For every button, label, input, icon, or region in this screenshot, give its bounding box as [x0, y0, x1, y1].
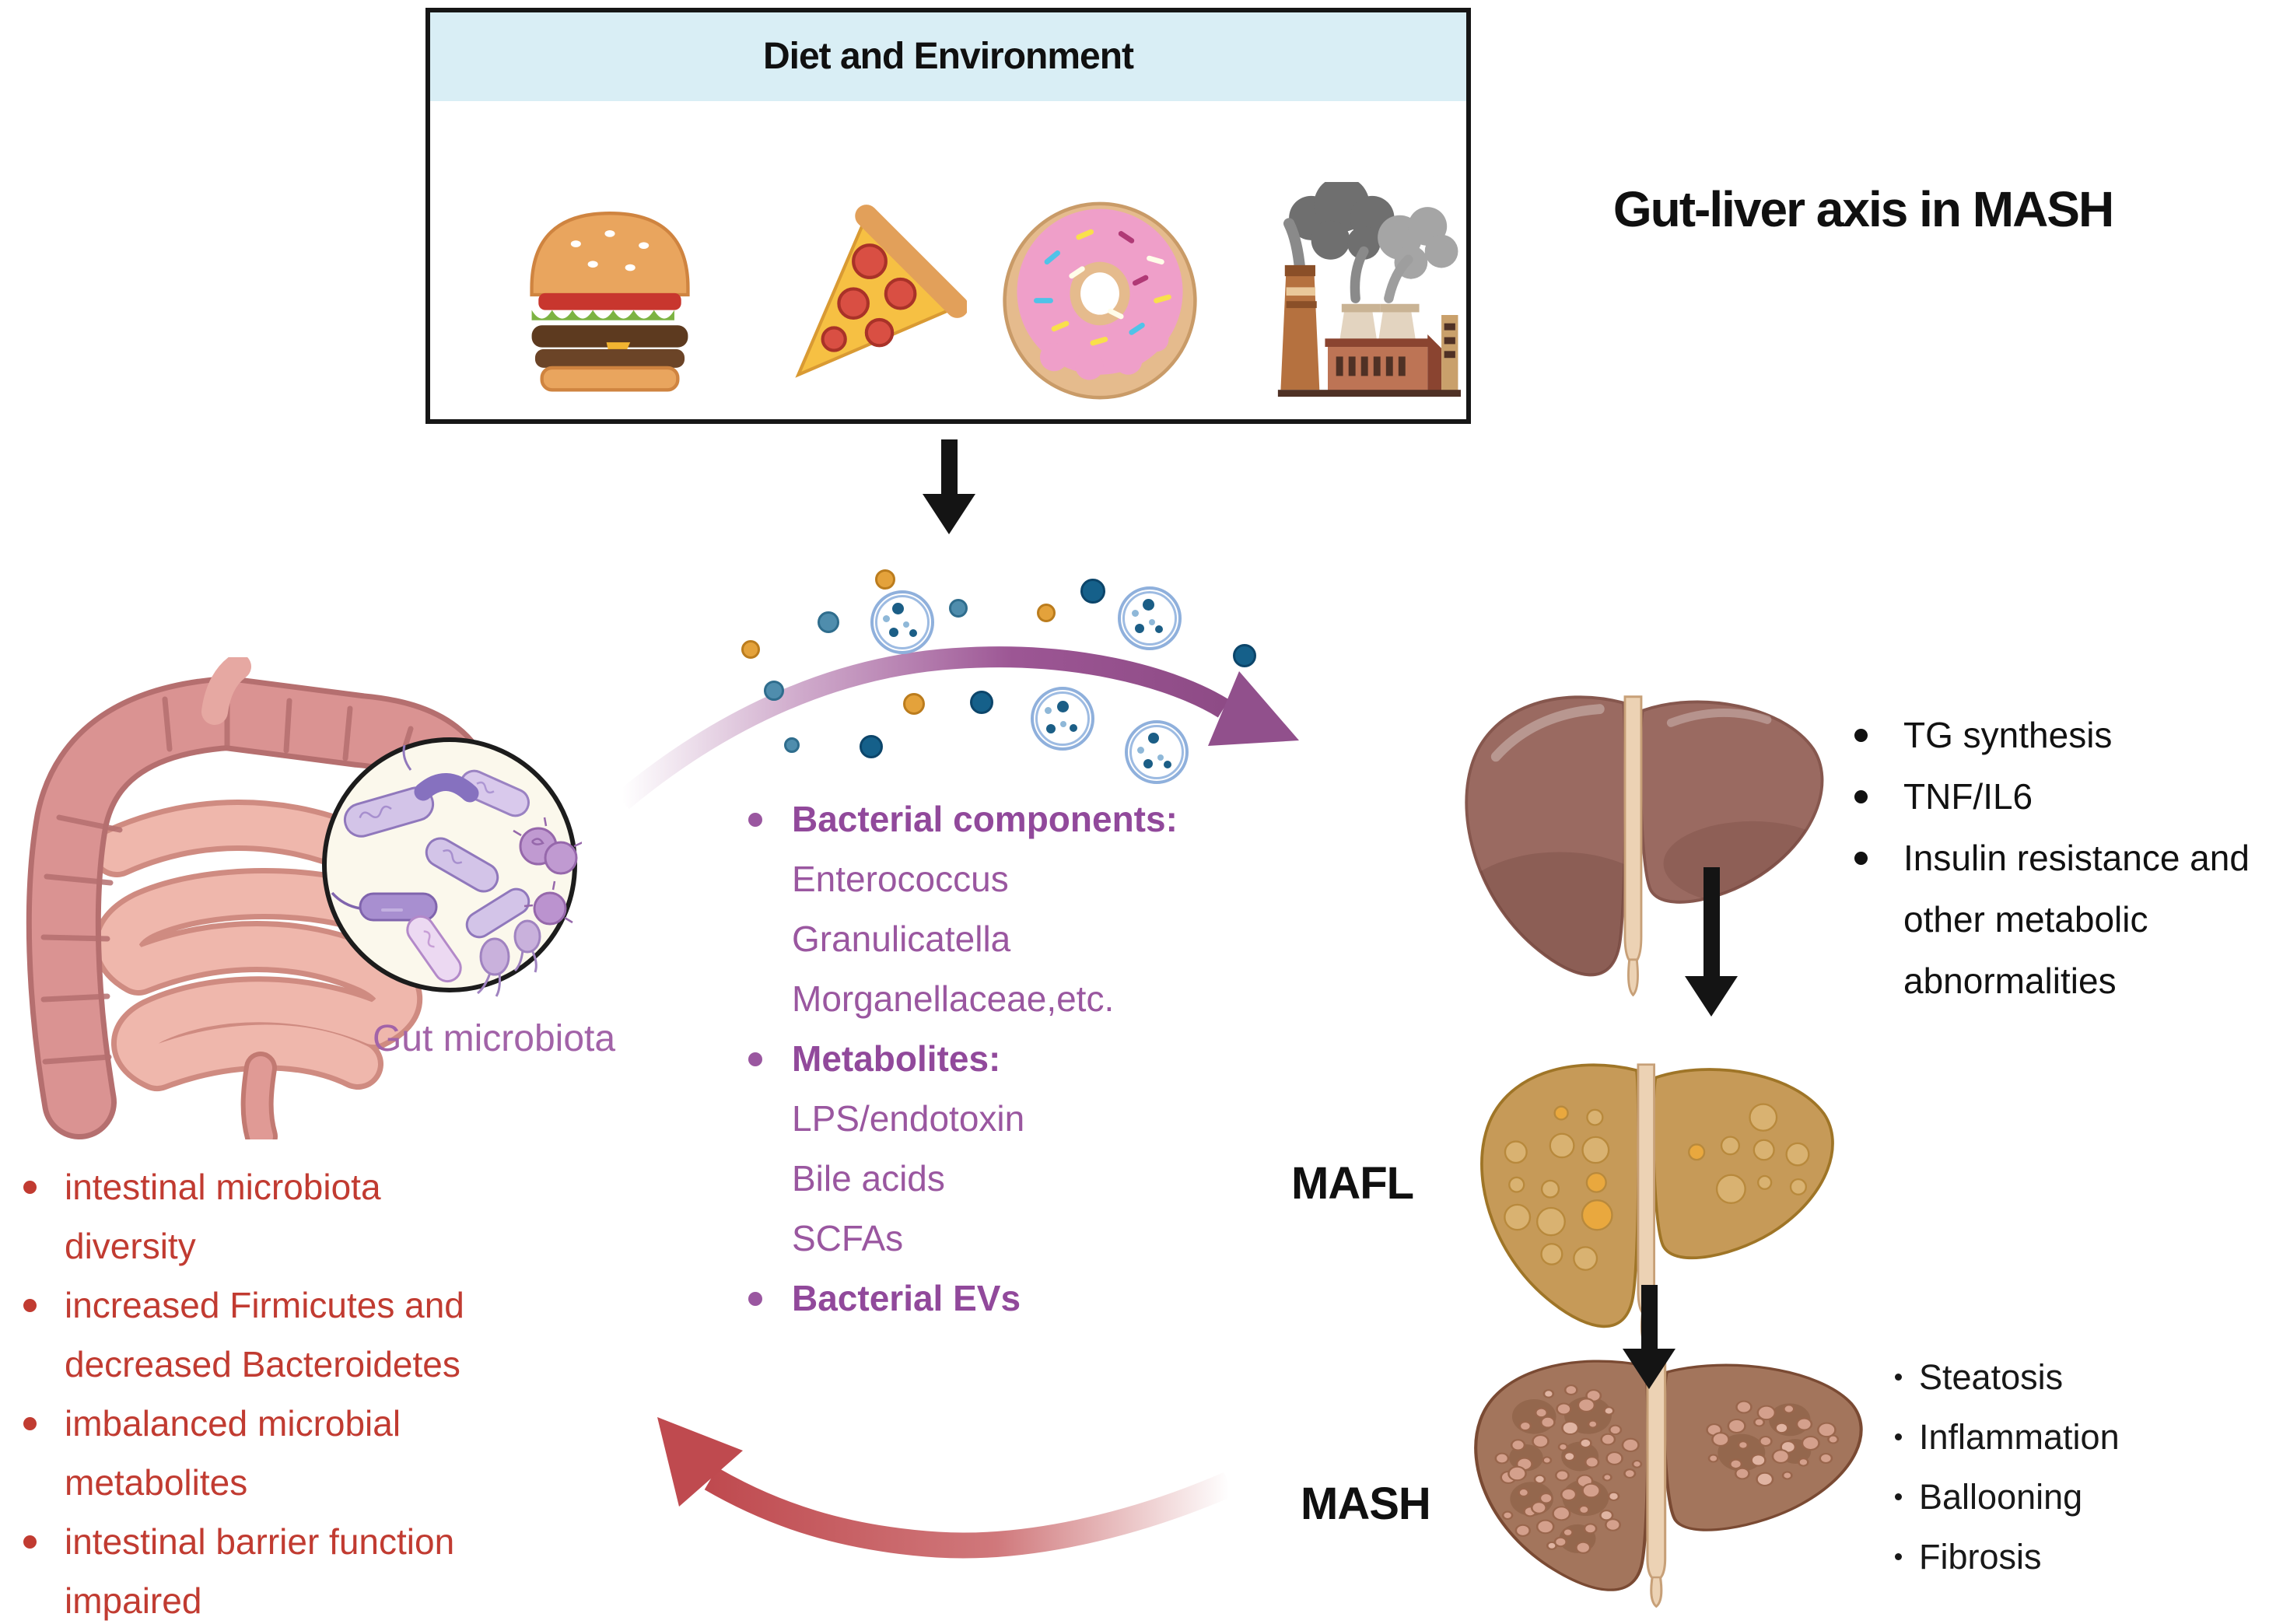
list-item: Inflammation [1895, 1407, 2120, 1467]
microbial-products-dots [622, 537, 1346, 871]
list-item: LPS/endotoxin [748, 1089, 1246, 1149]
gut-microbiota-magnifier [322, 737, 582, 997]
gut-microbiota-label: Gut microbiota [372, 1018, 616, 1059]
list-item: Bile acids [748, 1149, 1246, 1209]
page-title: Gut-liver axis in MASH [1612, 181, 2114, 237]
list-item: Bacterial components: [748, 789, 1246, 849]
list-item: SCFAs [748, 1209, 1246, 1269]
mafl-label: MAFL [1291, 1158, 1414, 1209]
bullet-icon [1854, 729, 1868, 742]
list-item: Bacterial EVs [748, 1269, 1246, 1328]
diet-box-header: Diet and Environment [430, 12, 1466, 101]
bullet-icon [748, 1052, 762, 1066]
donut-icon [1003, 201, 1197, 400]
list-item: Morganellaceae,etc. [748, 969, 1246, 1029]
bullet-icon [748, 1112, 762, 1126]
bullet-icon [748, 933, 762, 947]
bullet-icon [748, 813, 762, 827]
bullet-icon [748, 1292, 762, 1306]
burger-icon [530, 212, 690, 392]
bacterial-ev-vesicle [1031, 687, 1094, 751]
microbial-transfer-list: Bacterial components: Enterococcus Granu… [748, 789, 1246, 1328]
bullet-icon [1895, 1493, 1902, 1500]
list-item: Enterococcus [748, 849, 1246, 909]
bullet-icon [23, 1299, 37, 1312]
gut-to-liver-arrow [615, 646, 1299, 810]
list-item: Insulin resistance and other metabolic a… [1854, 828, 2263, 1012]
arrow-mafl-to-mash [1623, 1285, 1675, 1389]
list-item: Granulicatella [748, 909, 1246, 969]
healthy-liver-illustration [1465, 695, 1824, 997]
list-item: Steatosis [1895, 1347, 2120, 1407]
pizza-icon [795, 205, 967, 378]
mash-features-list: Steatosis Inflammation Ballooning Fibros… [1895, 1347, 2120, 1587]
bullet-icon [1895, 1374, 1902, 1381]
list-item: intestinal microbiota diversity [23, 1157, 485, 1276]
liver-effects-list: TG synthesis TNF/IL6 Insulin resistance … [1854, 705, 2263, 1012]
bullet-icon [23, 1417, 37, 1430]
list-item: Fibrosis [1895, 1527, 2120, 1587]
bullet-icon [23, 1535, 37, 1549]
bullet-icon [23, 1181, 37, 1194]
mash-liver-illustration [1474, 1360, 1863, 1608]
bacterial-ev-vesicle [1125, 720, 1189, 784]
list-item: intestinal barrier function impaired [23, 1512, 485, 1624]
bacterial-ev-vesicle [1118, 586, 1182, 650]
diet-environment-box: Diet and Environment [425, 8, 1471, 424]
mash-label: MASH [1301, 1479, 1431, 1529]
factory-icon [1277, 182, 1461, 397]
bullet-icon [748, 873, 762, 887]
bullet-icon [1895, 1433, 1902, 1440]
bacterial-ev-vesicle [870, 590, 934, 654]
bullet-icon [748, 1172, 762, 1186]
mafl-liver-illustration [1480, 1063, 1834, 1347]
bullet-icon [1895, 1553, 1902, 1560]
bullet-icon [748, 992, 762, 1006]
list-item: TNF/IL6 [1854, 766, 2263, 828]
list-item: imbalanced microbial metabolites [23, 1394, 485, 1512]
arrow-diet-to-gut [923, 439, 975, 534]
bullet-icon [1854, 852, 1868, 865]
bullet-icon [1854, 790, 1868, 803]
gut-dysbiosis-list: intestinal microbiota diversity increase… [23, 1157, 485, 1624]
liver-to-gut-feedback-arrow [657, 1417, 1234, 1559]
diet-box-title: Diet and Environment [762, 36, 1134, 77]
list-item: Ballooning [1895, 1467, 2120, 1527]
list-item: increased Firmicutes and decreased Bacte… [23, 1276, 485, 1394]
arrow-liver-to-mafl [1685, 867, 1738, 1017]
list-item: Metabolites: [748, 1029, 1246, 1089]
bullet-icon [748, 1232, 762, 1246]
list-item: TG synthesis [1854, 705, 2263, 766]
